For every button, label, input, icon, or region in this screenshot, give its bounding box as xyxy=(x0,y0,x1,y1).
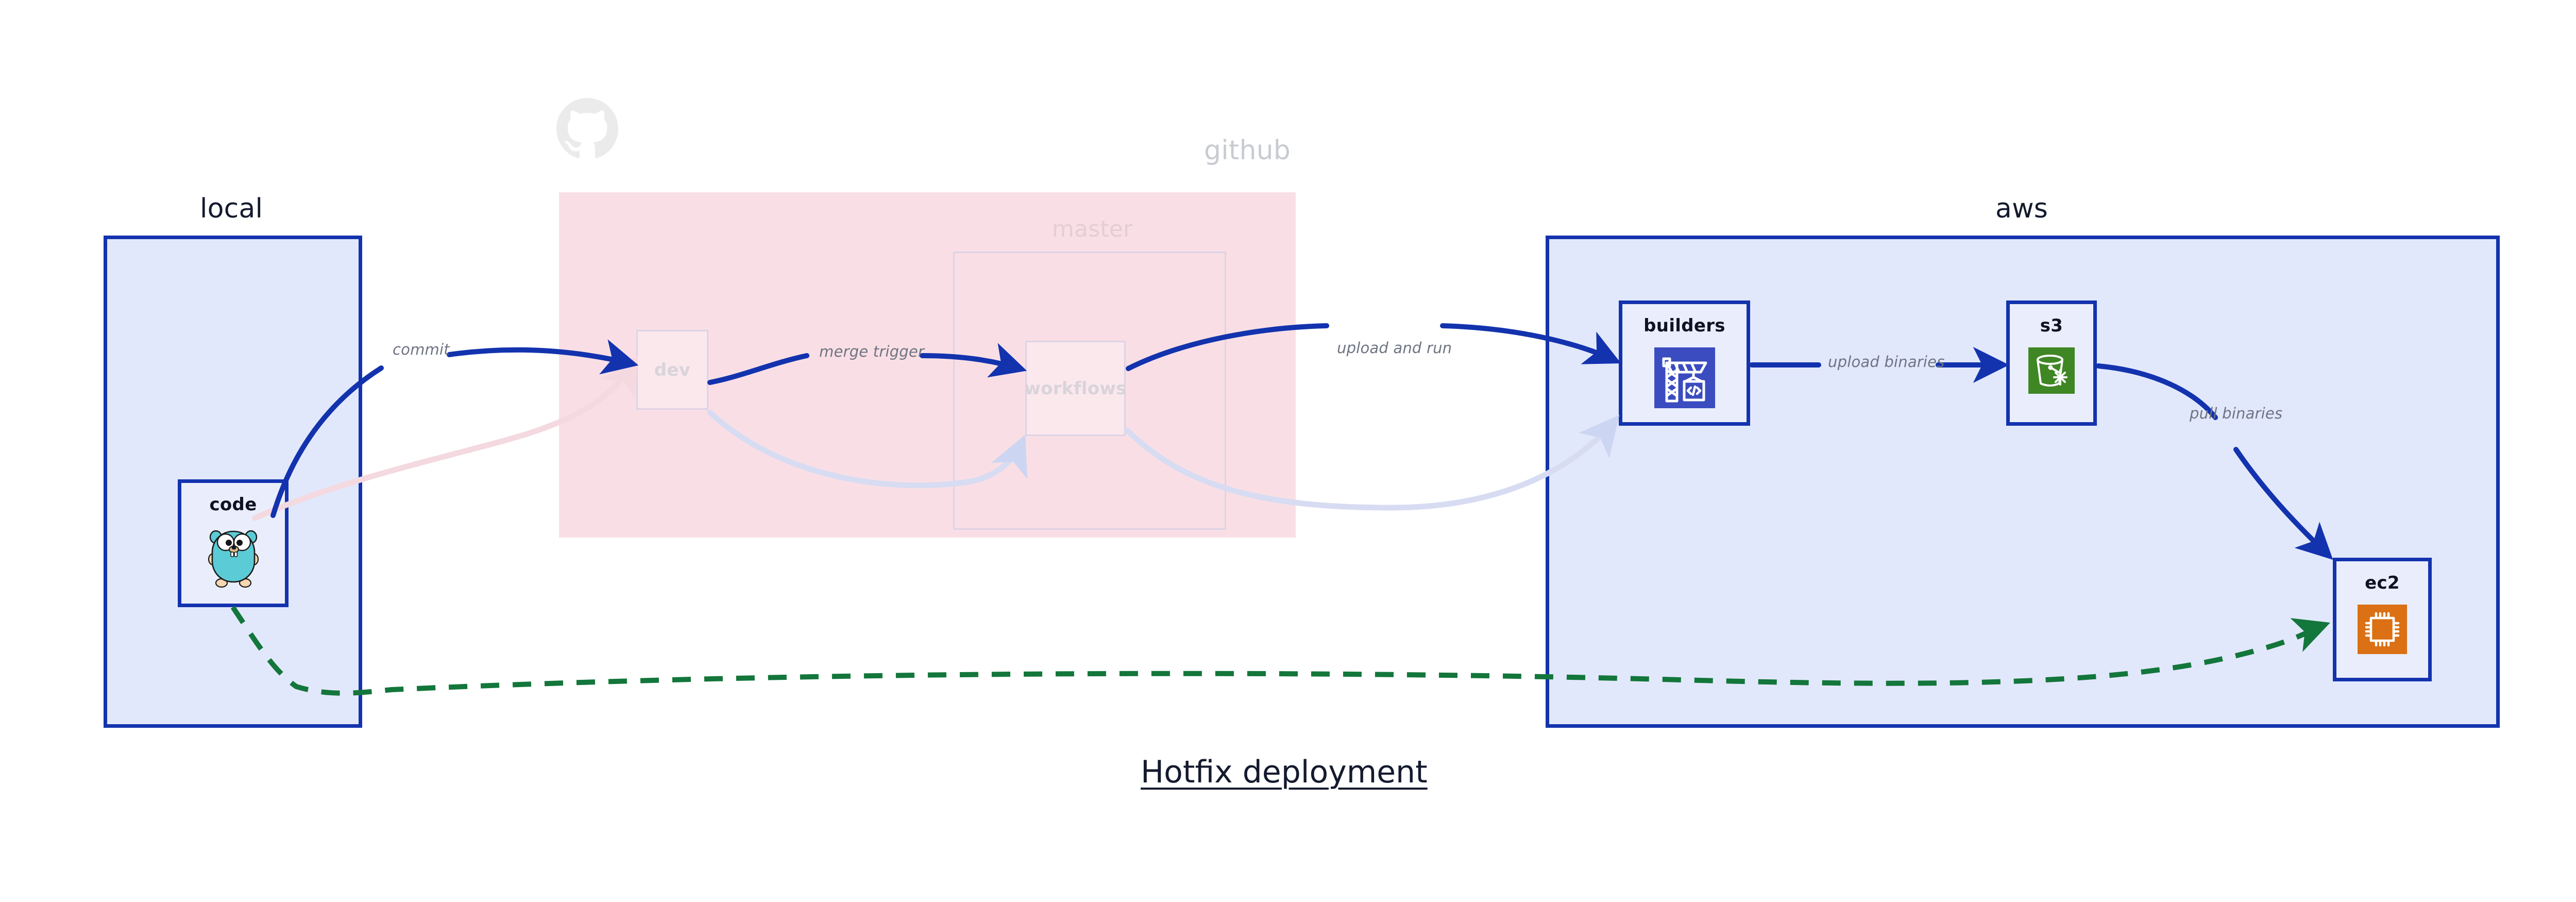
edge-faded-code-dev xyxy=(252,355,638,521)
edge-label-merge-trigger: merge trigger xyxy=(819,343,925,360)
crane-code-icon xyxy=(1654,347,1715,410)
node-s3[interactable]: s3 xyxy=(2006,300,2097,426)
edge-label-pull-binaries: pull binaries xyxy=(2190,405,2283,422)
edge-label-commit: commit xyxy=(393,341,450,358)
s3-bucket-icon xyxy=(2028,347,2075,396)
edge-upload-run-tail xyxy=(1126,323,1329,371)
cpu-chip-icon xyxy=(2358,605,2407,656)
edge-upload-run-head xyxy=(1440,323,1621,364)
group-title-aws: aws xyxy=(1995,193,2048,224)
node-workflows[interactable]: workflows xyxy=(1024,341,1127,436)
go-gopher-icon xyxy=(206,526,261,589)
edge-pull-binaries-head xyxy=(2233,447,2333,560)
edge-label-upload-binaries: upload binaries xyxy=(1828,353,1945,371)
edge-commit-tail xyxy=(270,365,384,518)
master-frame xyxy=(953,252,1226,530)
edge-commit-head xyxy=(447,339,639,375)
node-workflows-label: workflows xyxy=(1024,378,1127,399)
edge-faded-dev-workflows xyxy=(707,409,1028,489)
edge-pull-binaries-tail xyxy=(2096,363,2218,420)
group-github xyxy=(559,192,1296,538)
node-code[interactable]: code xyxy=(178,479,289,607)
edge-hotfix-direct xyxy=(230,606,2330,696)
node-builders-label: builders xyxy=(1643,315,1725,336)
master-frame-label: master xyxy=(1052,216,1133,242)
node-ec2[interactable]: ec2 xyxy=(2333,558,2432,681)
group-title-local: local xyxy=(200,193,263,224)
edge-faded-workflows-builders xyxy=(1124,415,1620,511)
edge-merge-trigger-tail xyxy=(707,353,809,385)
node-dev[interactable]: dev xyxy=(636,330,708,410)
edge-label-upload-and-run: upload and run xyxy=(1337,339,1452,357)
node-s3-label: s3 xyxy=(2040,315,2063,336)
github-octocat-icon xyxy=(556,98,618,160)
node-ec2-label: ec2 xyxy=(2365,573,2400,593)
node-dev-label: dev xyxy=(654,359,691,380)
node-builders[interactable]: builders xyxy=(1619,300,1750,426)
node-code-label: code xyxy=(209,494,257,515)
group-title-github: github xyxy=(1204,135,1291,166)
edge-merge-trigger-head xyxy=(920,343,1027,378)
diagram-title: Hotfix deployment xyxy=(1141,754,1428,790)
